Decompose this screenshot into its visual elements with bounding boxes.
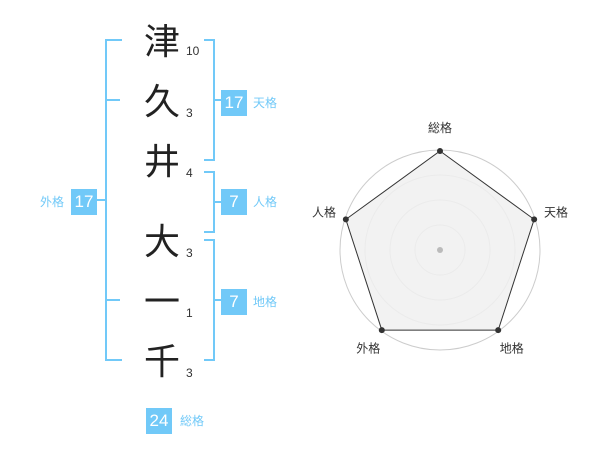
radar-point-2 [531, 216, 538, 223]
radar-center-point [437, 247, 443, 253]
radar-axis-label-1: 総格 [428, 120, 452, 135]
tenkaku-label: 天格 [253, 96, 278, 110]
jinkaku-value-badge: 7 [221, 189, 247, 215]
radar-axis-label-2: 天格 [544, 204, 568, 219]
stroke-count-1: 10 [186, 44, 200, 58]
tenkaku-bracket [204, 39, 222, 161]
name-char-3: 井 [143, 142, 180, 183]
radar-polygon [345, 150, 535, 331]
radar-axis-label-5: 人格 [312, 204, 336, 219]
radar-point-5 [342, 216, 349, 223]
stroke-count-2: 3 [186, 106, 193, 120]
stroke-count-4: 3 [186, 246, 193, 260]
radar-axis-label-3: 地格 [500, 341, 524, 356]
name-char-5: 一 [143, 282, 180, 323]
soukaku-value-badge: 24 [146, 408, 172, 434]
chikaku-label: 地格 [253, 295, 278, 309]
name-char-4: 大 [143, 222, 180, 263]
gaikaku-value-badge: 17 [71, 189, 97, 215]
stroke-count-5: 1 [186, 306, 193, 320]
name-char-1: 津 [143, 22, 180, 63]
stroke-count-6: 3 [186, 366, 193, 380]
tenkaku-value-badge: 17 [221, 90, 247, 116]
soukaku-label: 総格 [180, 414, 205, 428]
name-char-6: 千 [143, 342, 180, 383]
chikaku-value-badge: 7 [221, 289, 247, 315]
radar-point-3 [495, 327, 502, 334]
gaikaku-label: 外格 [40, 195, 65, 209]
jinkaku-bracket [204, 171, 222, 233]
jinkaku-label: 人格 [253, 195, 278, 209]
name-char-2: 久 [143, 82, 180, 123]
radar-axis-label-4: 外格 [356, 341, 380, 356]
radar-point-4 [378, 327, 385, 334]
stroke-count-3: 4 [186, 166, 193, 180]
radar-point-1 [437, 148, 443, 154]
chikaku-bracket [204, 239, 222, 361]
gaikaku-bracket [96, 39, 122, 361]
